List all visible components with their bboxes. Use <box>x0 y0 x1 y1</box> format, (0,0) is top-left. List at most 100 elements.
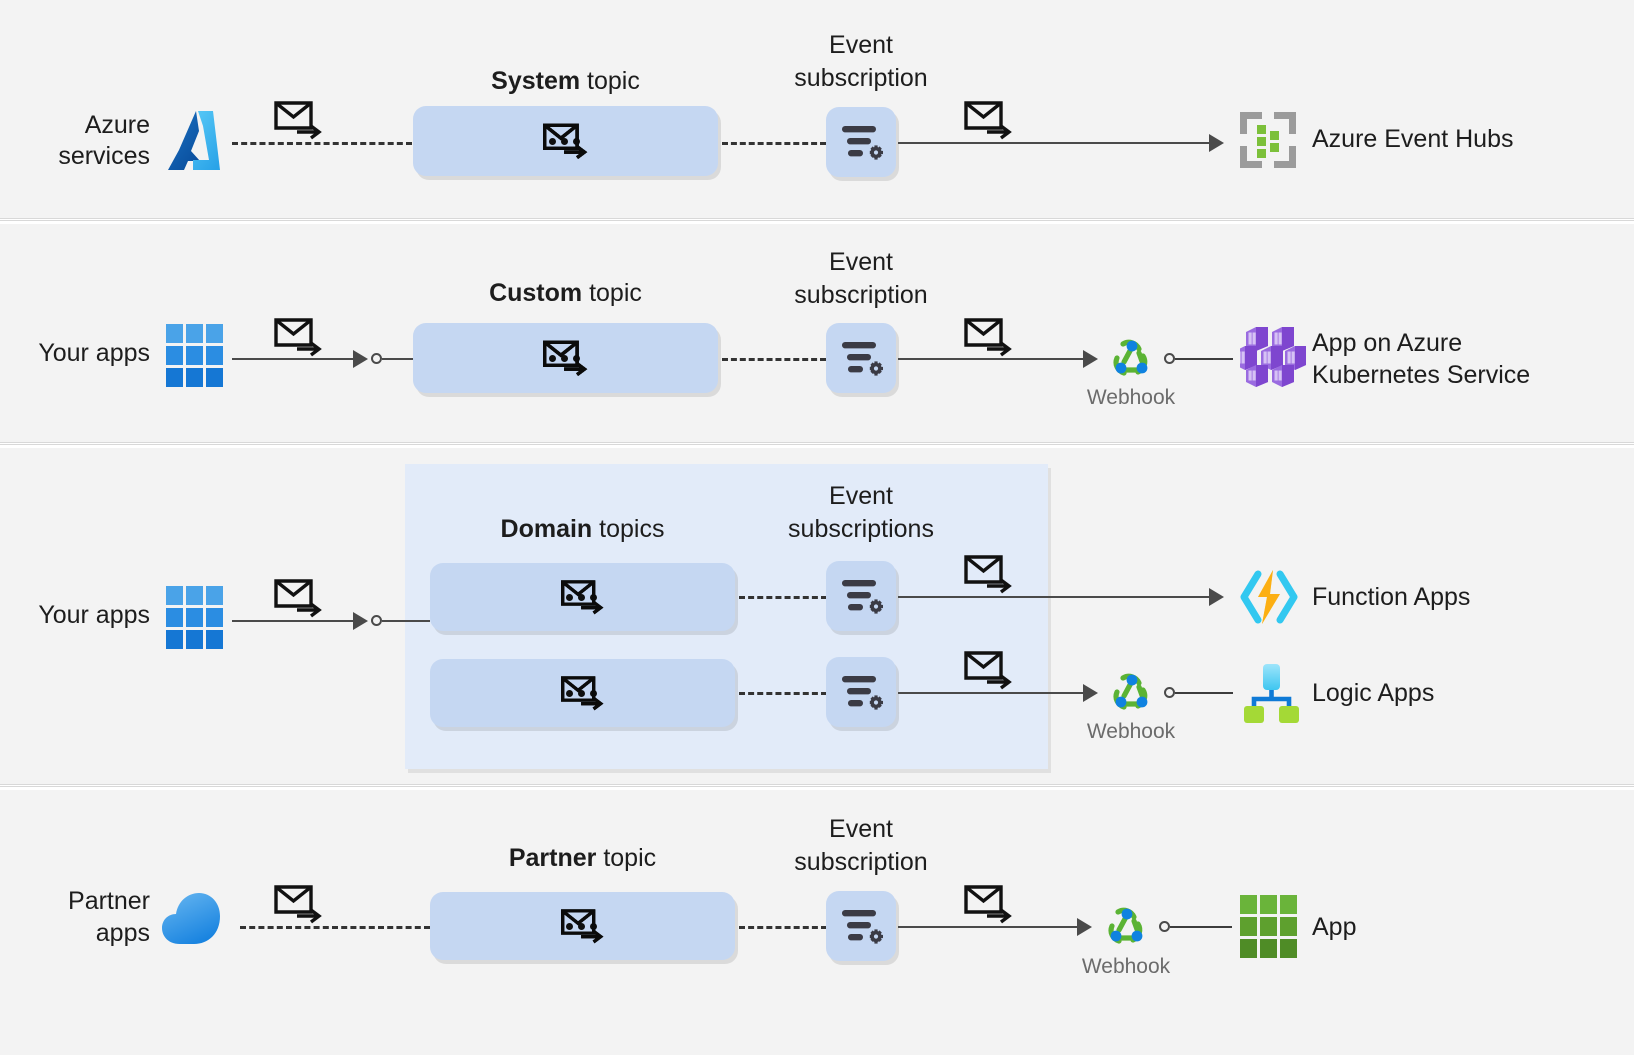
event-subscription-tile-row3-b[interactable] <box>826 657 896 727</box>
custom-topic-title: Custom topic <box>413 278 718 308</box>
partner-topic-title-bold: Partner <box>508 844 597 872</box>
system-topic-band <box>0 0 1634 218</box>
event-subscription-title-row2-line1: Event <box>829 248 893 276</box>
connector-your-apps-to-domain <box>232 620 354 622</box>
webhook-label-row2: Webhook <box>1086 386 1176 409</box>
connector-subscription-to-webhook-row2 <box>898 358 1084 360</box>
app-grid-green-icon <box>1240 895 1298 959</box>
destination-label-logic-apps: Logic Apps <box>1312 679 1435 707</box>
message-out-icon-row1-out <box>963 98 1015 142</box>
event-subscription-title-row2-line2: subscription <box>794 281 928 309</box>
azure-logo-icon <box>166 108 222 174</box>
event-envelope-icon <box>542 119 590 163</box>
message-out-icon-row2-out <box>963 315 1015 359</box>
connector-dot-webhook-row4 <box>1159 921 1170 932</box>
connector-system-topic-to-subscription <box>722 142 826 145</box>
event-subscription-tile-row3-a[interactable] <box>826 561 896 631</box>
system-topic-title: System topic <box>413 66 718 96</box>
connector-subscription-to-webhook-row4 <box>898 926 1078 928</box>
custom-topic-title-bold: Custom <box>489 279 583 307</box>
filter-gear-icon <box>839 907 885 947</box>
filter-gear-icon <box>839 673 885 713</box>
webhook-icon <box>1105 331 1157 383</box>
connector-subscription-to-function-apps <box>898 596 1210 598</box>
partner-topic-title: Partner topic <box>430 843 735 873</box>
connector-partner-apps-to-partner-topic <box>240 926 430 929</box>
arrowhead-row2-out <box>1083 350 1098 368</box>
arrowhead-row2-in <box>353 350 368 368</box>
arrowhead-row4 <box>1077 918 1092 936</box>
band-divider-2 <box>0 442 1634 445</box>
connector-dot-row3 <box>371 615 382 626</box>
arrowhead-row3-in <box>353 612 368 630</box>
domain-topics-title-rest: topics <box>592 515 665 543</box>
connector-webhook-to-app <box>1170 926 1232 928</box>
filter-gear-icon <box>839 577 885 617</box>
connector-your-apps-to-custom-topic <box>232 358 354 360</box>
band-divider-1 <box>0 218 1634 221</box>
cloud-icon <box>160 890 232 948</box>
event-envelope-icon <box>542 336 590 380</box>
system-topic-box[interactable] <box>413 106 718 176</box>
message-out-icon-row4-in <box>273 882 325 926</box>
arrowhead-row3-b <box>1083 684 1098 702</box>
connector-subscription-to-event-hubs <box>898 142 1210 144</box>
event-subscription-tile-row2[interactable] <box>826 323 896 393</box>
connector-dot-to-custom-topic <box>382 358 413 360</box>
connector-webhook-to-aks <box>1175 358 1233 360</box>
webhook-label-row4: Webhook <box>1081 955 1171 978</box>
connector-partner-topic-to-subscription <box>739 926 827 929</box>
connector-dot-webhook-row2 <box>1164 353 1175 364</box>
system-topic-title-rest: topic <box>580 67 640 95</box>
event-subscription-title-row4-line2: subscription <box>794 848 928 876</box>
custom-topic-title-rest: topic <box>582 279 642 307</box>
source-label-your-apps-row3: Your apps <box>38 601 150 629</box>
partner-topic-title-rest: topic <box>596 844 657 872</box>
event-subscription-tile-row1[interactable] <box>826 107 896 177</box>
source-label-azure-services-line1: Azure <box>84 111 150 139</box>
destination-label-aks-line1: App on Azure <box>1312 329 1463 357</box>
event-subscriptions-title-row3-line2: subscriptions <box>788 515 934 543</box>
event-subscription-title-row1-line2: subscription <box>794 64 928 92</box>
connector-dot-webhook-row3 <box>1164 687 1175 698</box>
connector-subscription-to-webhook-row3 <box>898 692 1084 694</box>
custom-topic-band <box>0 224 1634 442</box>
band-divider-3 <box>0 784 1634 787</box>
connector-domain-topic2-to-subscription <box>739 692 827 695</box>
domain-topic-box-2[interactable] <box>430 659 735 727</box>
filter-gear-icon <box>839 339 885 379</box>
webhook-label-row3: Webhook <box>1086 720 1176 743</box>
event-subscription-tile-row4[interactable] <box>826 891 896 961</box>
domain-topic-box-1[interactable] <box>430 563 735 631</box>
aks-icon <box>1240 325 1306 389</box>
message-out-icon-row2-in <box>273 315 325 359</box>
event-subscription-title-row4-line1: Event <box>829 815 893 843</box>
function-apps-icon <box>1236 566 1300 628</box>
partner-topic-box[interactable] <box>430 892 735 960</box>
connector-azure-to-system-topic <box>232 142 412 145</box>
filter-gear-icon <box>839 123 885 163</box>
connector-webhook-to-logic-apps <box>1175 692 1233 694</box>
event-envelope-icon <box>560 905 606 947</box>
domain-topics-title-bold: Domain <box>500 515 593 543</box>
arrowhead-row1 <box>1209 134 1224 152</box>
webhook-icon <box>1100 899 1152 951</box>
domain-topics-title: Domain topics <box>430 514 735 544</box>
event-hubs-icon <box>1236 108 1300 172</box>
event-envelope-icon <box>560 576 606 618</box>
message-out-icon-row3-out-b <box>963 648 1015 692</box>
message-out-icon-row4-out <box>963 882 1015 926</box>
destination-label-aks-line2: Kubernetes Service <box>1312 361 1531 389</box>
custom-topic-box[interactable] <box>413 323 718 393</box>
connector-domain-topic1-to-subscription <box>739 596 827 599</box>
arrowhead-row3-a <box>1209 588 1224 606</box>
source-label-your-apps-row2: Your apps <box>38 339 150 367</box>
system-topic-title-bold: System <box>491 67 581 95</box>
event-envelope-icon <box>560 672 606 714</box>
partner-topic-band <box>0 790 1634 1055</box>
app-grid-blue-icon <box>166 324 224 388</box>
destination-label-app: App <box>1312 913 1357 941</box>
message-out-icon-row1-in <box>273 98 325 142</box>
logic-apps-icon <box>1240 662 1302 724</box>
